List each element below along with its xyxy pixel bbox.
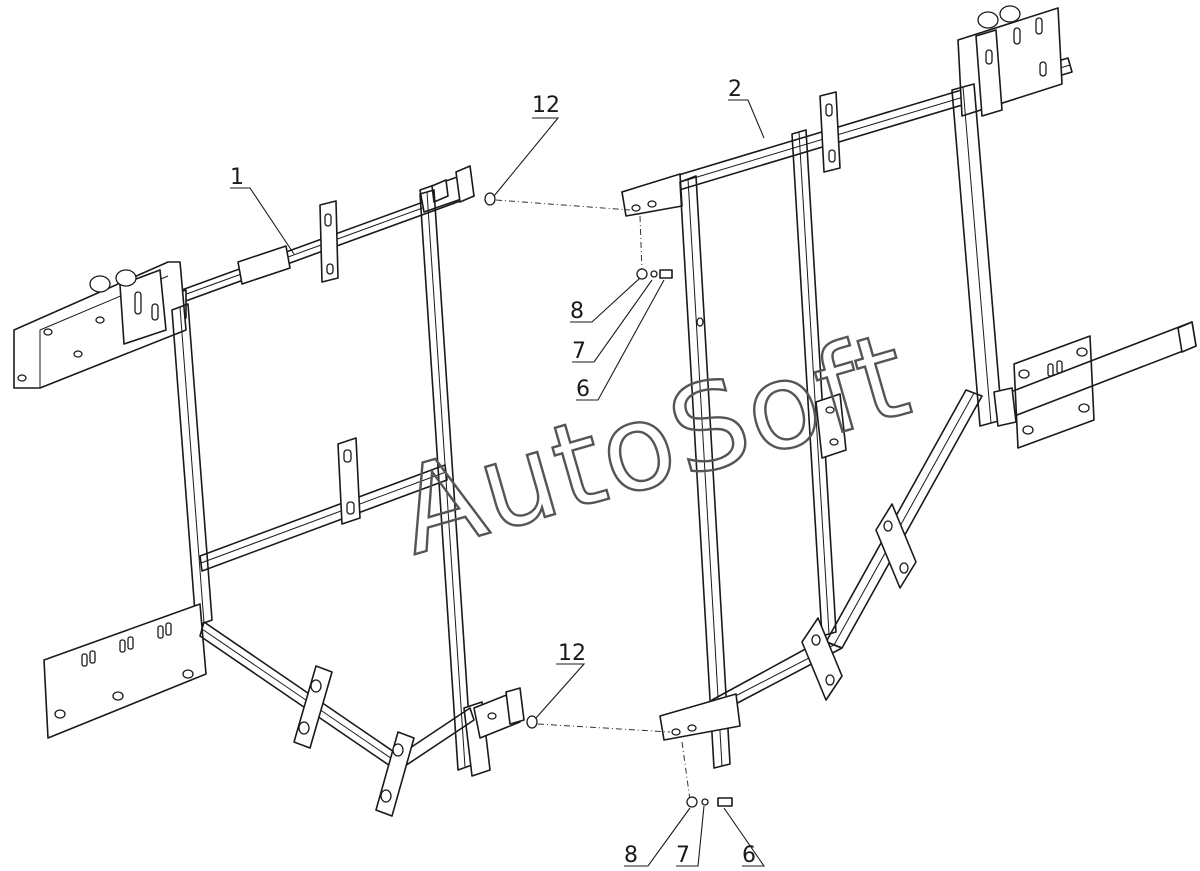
right-frame <box>621 5 1197 769</box>
callouts: 1 2 12 8 7 6 12 8 7 6 <box>230 77 756 868</box>
nut-12-top <box>484 192 496 206</box>
callout-6-bottom: 6 <box>742 843 756 868</box>
callout-2: 2 <box>728 77 742 102</box>
watermark: AutoSoft <box>384 305 925 582</box>
nut-12-bottom <box>526 715 538 729</box>
left-frame <box>13 165 525 817</box>
callout-7-top: 7 <box>572 339 586 364</box>
callout-8-top: 8 <box>570 299 584 324</box>
callout-7-bottom: 7 <box>676 843 690 868</box>
bolt-6-top <box>659 269 673 279</box>
washer-8-bottom <box>686 796 698 808</box>
fasteners <box>484 192 733 808</box>
callout-12-top: 12 <box>532 93 560 118</box>
callout-12-bottom: 12 <box>558 641 586 666</box>
spring-washer-7-bottom <box>701 798 709 806</box>
leader-lines <box>230 99 766 867</box>
spring-washer-7-top <box>650 270 658 278</box>
callout-8-bottom: 8 <box>624 843 638 868</box>
bolt-6-bottom <box>717 797 733 807</box>
callout-1: 1 <box>230 165 244 190</box>
washer-8-top <box>636 268 648 280</box>
callout-6-top: 6 <box>576 377 590 402</box>
